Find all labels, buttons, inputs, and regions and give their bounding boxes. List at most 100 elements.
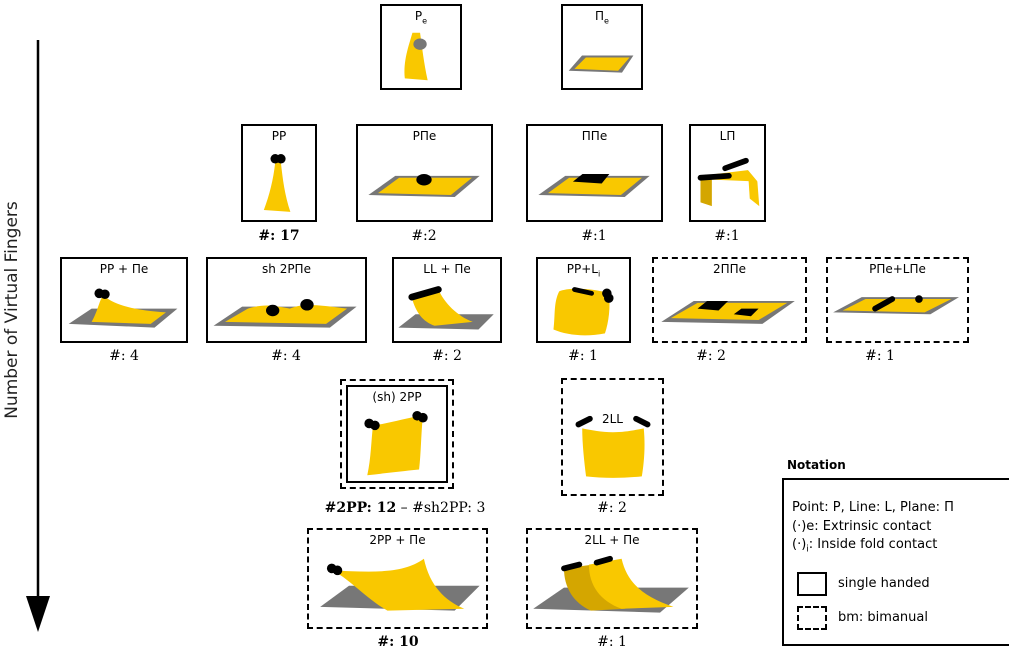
grasp-count: #: 2 [696,348,726,364]
grasp-p-pi-e-l-pi-e: PΠe+LΠe [826,257,969,343]
grasp-label: LL + Πe [423,262,471,276]
count-value: 2 [427,228,437,244]
grasp-illustration [213,299,357,328]
notation-line-3: (·)i: Inside fold contact [792,537,937,555]
count-value: 2 [452,348,462,364]
grasp-2pp-pi-e: 2PP + Πe [307,528,488,629]
grasp-label: 2ΠΠe [712,262,747,276]
count-prefix: #: [432,348,449,364]
grasp-label: PP [271,129,287,143]
grasp-pp-pi-e: PP + Πe [60,257,188,343]
count-prefix: #: [865,348,882,364]
grasp-label: PΠe [412,129,437,143]
count-prefix: #: [714,228,731,244]
count-prefix: #: [109,348,126,364]
count-value: 4 [291,348,301,364]
grasp-label: PP + Πe [99,262,149,276]
grasp-illustration [568,55,634,73]
grasp-p-pi-e: PΠe [356,124,493,222]
count-value: 2 [716,348,726,364]
count-value: 4 [129,348,139,364]
count-prefix: #: [597,634,614,650]
grasp-pi-e: Πe [561,4,643,90]
count-prefix: #: [696,348,713,364]
count-prefix: #: [377,634,395,650]
bimanual-label: bm: bimanual [838,610,928,625]
grasp-illustration [68,288,178,328]
grasp-count: #: 10 [377,634,418,650]
grasp-illustration [398,286,494,330]
grasp-l-pi: LΠ [689,124,766,222]
count-suffix: – #sh2PP: 3 [396,500,486,516]
axis-arrow [26,40,50,632]
grasp-ll-pi-e: LL + Πe [392,257,502,343]
grasp-count: #: 17 [258,228,299,244]
grasp-illustration [553,287,614,336]
notation-line-3-post: : Inside fold contact [808,537,938,552]
grasp-count: #: 2 [432,348,462,364]
grasp-sh-2p-pi-e: sh 2PΠe [206,257,367,343]
grasp-label: Π [595,9,605,23]
notation-line-3-pre: (·) [792,537,807,552]
count-prefix: #: [597,500,614,516]
grasp-label-sub: i [597,269,601,279]
count-value: 17 [280,228,300,244]
grasp-label: 2LL + Πe [584,533,640,547]
grasp-illustration [575,415,651,478]
count-value: 1 [588,348,598,364]
grasp-label-sub: e [422,16,428,26]
count-value: 12 [376,500,397,516]
grasp-label: PP+L [566,262,598,276]
grasp-illustration [697,157,760,207]
grasp-count: #: 1 [865,348,895,364]
notation-title: Notation [787,458,846,472]
grasp-illustration [320,558,480,611]
grasp-label: 2PP + Πe [369,533,426,547]
grasp-label: P [414,9,423,23]
grasp-label-sub: e [604,16,609,26]
axis-label: Number of Virtual Fingers [2,201,22,419]
notation-legend: Point: P, Line: L, Plane: Π (·)e: Extrin… [782,478,1009,646]
grasp-label: sh 2PΠe [262,262,311,276]
grasp-label: (sh) 2PP [372,390,422,404]
grasp-label: ΠΠe [581,129,608,143]
grasp-count: #2PP: 12 – #sh2PP: 3 [325,500,486,516]
grasp-2ll-pi-e: 2LL + Πe [526,528,698,629]
grasp-pp-l-i: PP+Li [536,257,631,343]
grasp-count: #: 4 [271,348,301,364]
grasp-count: #:1 [714,228,739,244]
grasp-count: #: 2 [597,500,627,516]
count-prefix: #: [568,348,585,364]
grasp-2ll: 2LL [561,378,664,496]
grasp-label: PΠe+LΠe [869,262,926,276]
grasp-pp: PP [241,124,317,222]
grasp-illustration [833,295,959,315]
bimanual-swatch [797,606,827,630]
grasp-label: LΠ [719,129,736,143]
notation-line-1: Point: P, Line: L, Plane: Π [792,500,954,515]
count-prefix: #2PP: [324,500,372,516]
grasp-sh-2pp: (sh) 2PP [340,379,454,489]
count-value: 10 [399,634,419,650]
single-handed-label: single handed [838,576,930,591]
grasp-count: #:1 [581,228,606,244]
grasp-illustration [404,32,428,81]
grasp-count: #:2 [411,228,436,244]
grasp-illustration [364,410,428,476]
count-value: 1 [597,228,607,244]
grasp-illustration [533,555,689,613]
count-prefix: #: [258,228,276,244]
grasp-count: #: 1 [568,348,598,364]
notation-line-2: (·)e: Extrinsic contact [792,519,932,534]
grasp-2-pi-pi-e: 2ΠΠe [652,257,807,343]
count-value: 1 [730,228,740,244]
count-value: 1 [885,348,895,364]
grasp-label: 2LL [601,412,623,426]
grasp-illustration [661,300,795,324]
count-prefix: #: [411,228,428,244]
count-value: 1 [617,634,627,650]
grasp-pe: Pe [380,4,462,90]
count-prefix: #: [271,348,288,364]
single-handed-swatch [797,572,827,596]
count-prefix: #: [581,228,598,244]
